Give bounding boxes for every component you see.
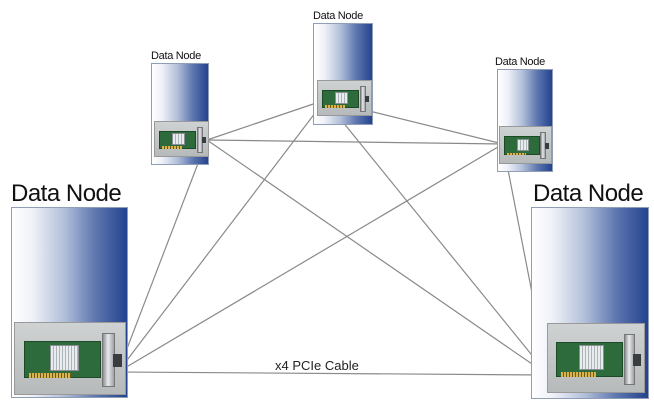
node-label-bottom-right: Data Node [533, 180, 644, 207]
server-top-center [313, 23, 373, 125]
cable-link-top-center-to-bottom-right [324, 99, 549, 376]
nic-card-top-right [499, 126, 552, 164]
cable-link-top-left-to-top-center [206, 99, 326, 141]
node-label-bottom-left: Data Node [11, 180, 122, 207]
cable-link-top-right-to-bottom-left [117, 143, 504, 373]
cable-label: x4 PCIe Cable [272, 359, 362, 372]
cable-link-top-left-to-bottom-left [117, 139, 208, 373]
server-top-left [151, 63, 209, 165]
cable-link-bottom-left-to-bottom-right [117, 371, 549, 376]
server-bottom-right [531, 207, 649, 399]
server-top-right [497, 69, 553, 172]
nic-card-top-left [154, 121, 209, 157]
nic-card-bottom-right [547, 323, 645, 393]
node-label-top-center: Data Node [313, 10, 363, 22]
cable-link-top-left-to-bottom-right [206, 139, 549, 376]
cable-link-top-center-to-bottom-left [117, 99, 326, 373]
cable-link-top-left-to-top-right [206, 139, 504, 145]
nic-card-bottom-left [14, 322, 126, 395]
server-bottom-left [11, 207, 128, 398]
node-label-top-left: Data Node [151, 50, 201, 62]
node-label-top-right: Data Node [495, 56, 545, 68]
nic-card-top-center [317, 80, 372, 116]
